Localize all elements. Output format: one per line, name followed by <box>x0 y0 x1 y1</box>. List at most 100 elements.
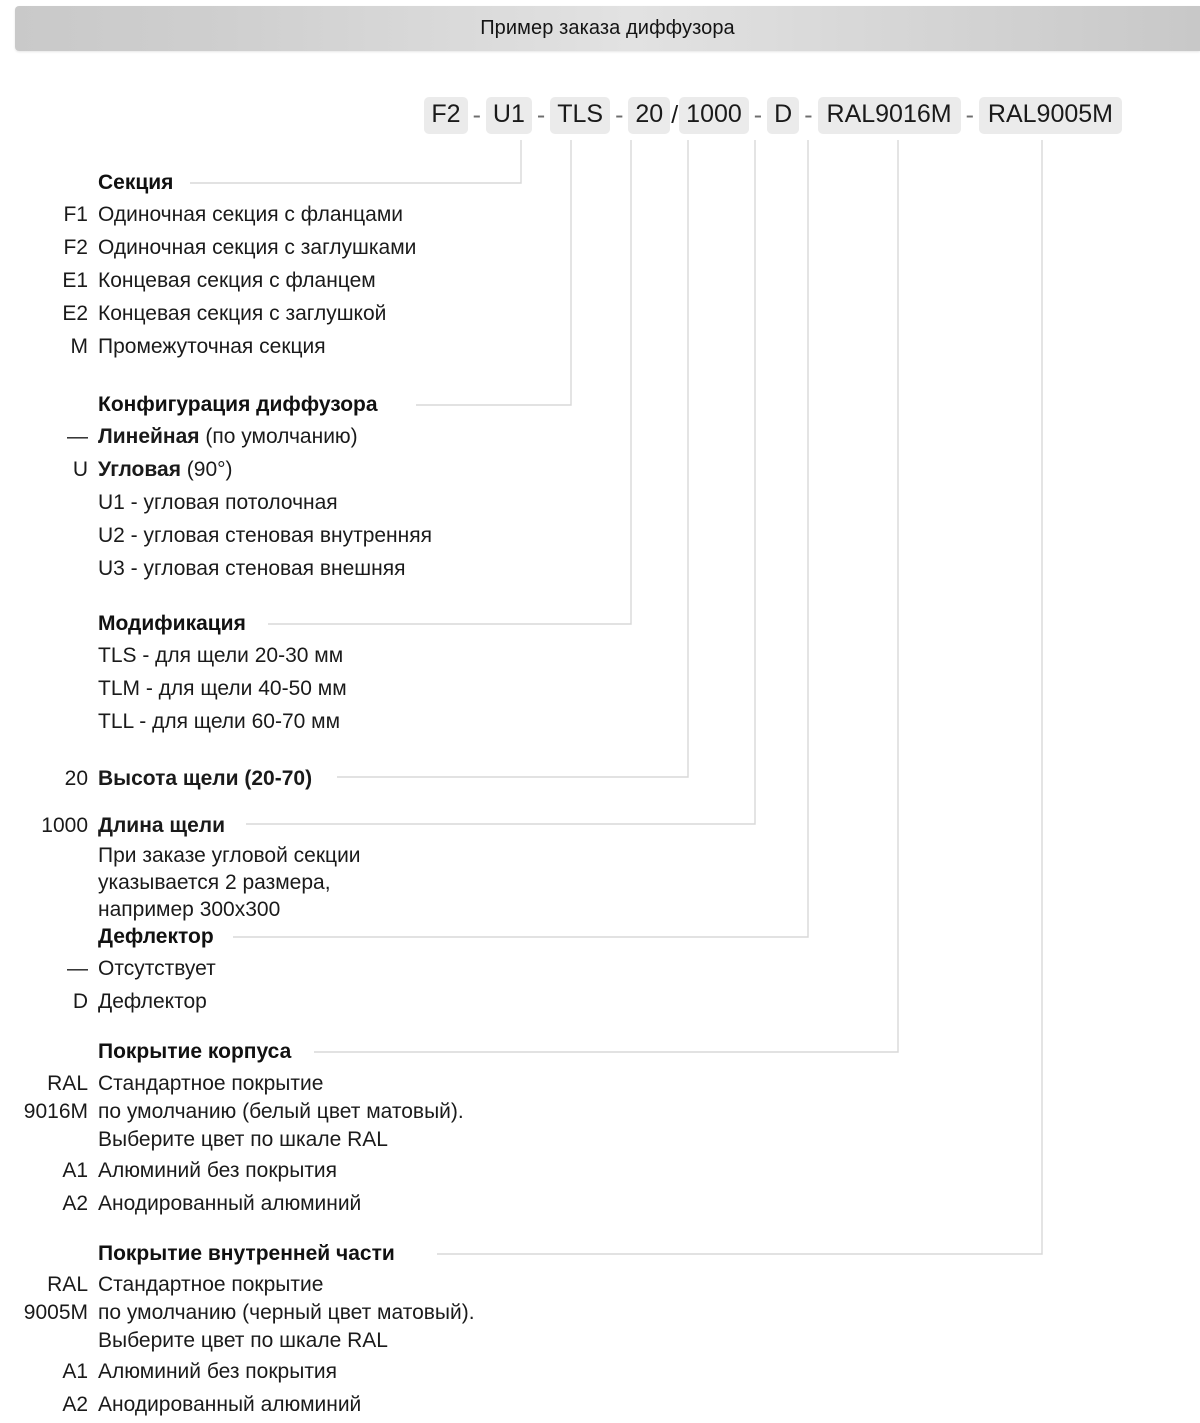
slot-height-row: 20 Высота щели (20-70) <box>0 762 312 795</box>
code-chip-configuration[interactable]: U1 <box>485 97 532 134</box>
legend-text: Анодированный алюминий <box>98 1192 362 1215</box>
slot-height-label: Высота щели (20-70) <box>88 762 312 795</box>
connector-configuration <box>416 140 572 406</box>
nested-item: U3 - угловая стеновая внешняя <box>98 557 406 580</box>
body-coating-code-line1: RAL <box>47 1072 88 1095</box>
code-chip-slot-height[interactable]: 20 <box>628 97 671 134</box>
body-coating-default-row: RAL 9016M Стандартное покрытие по умолча… <box>0 1067 464 1154</box>
block-slot-length: 1000 Длина щели При заказе угловой секци… <box>0 809 361 923</box>
legend-text: Промежуточная секция <box>98 335 326 358</box>
body-coating-note-line: Выберите цвет по шкале RAL <box>98 1128 388 1151</box>
legend-code: E1 <box>62 269 88 292</box>
legend-code: — <box>67 957 88 980</box>
block-configuration: Конфигурация диффузора — Линейная (по ум… <box>0 390 432 585</box>
legend-row: A2 Анодированный алюминий <box>0 1187 464 1220</box>
code-chip-slot-length[interactable]: 1000 <box>679 97 749 134</box>
page-title: Пример заказа диффузора <box>480 17 735 39</box>
legend-code: U <box>72 458 88 481</box>
block-section: Секция F1 Одиночная секция с фланцами F2… <box>0 168 416 363</box>
legend-text: Алюминий без покрытия <box>98 1360 338 1383</box>
slot-length-note-line: например 300х300 <box>98 898 281 921</box>
legend-code: D <box>72 990 88 1013</box>
nested-item: U2 - угловая стеновая внутренняя <box>98 524 432 547</box>
block-deflector: Дефлектор — Отсутствует D Дефлектор <box>0 922 216 1018</box>
code-separator: - <box>804 101 813 129</box>
code-chip-body-coating[interactable]: RAL9016M <box>817 97 961 134</box>
legend-text-bold: Угловая <box>98 458 181 481</box>
code-chip-modification[interactable]: TLS <box>550 97 611 134</box>
configuration-heading-label: Конфигурация диффузора <box>98 393 378 416</box>
code-chip-inner-coating[interactable]: RAL9005M <box>978 97 1122 134</box>
legend-row: — Линейная (по умолчанию) <box>0 420 432 453</box>
legend-row: U Угловая (90°) <box>0 453 432 486</box>
legend-text-rest: (90°) <box>180 458 233 481</box>
legend-text: Анодированный алюминий <box>98 1393 362 1416</box>
inner-coating-note-line: по умолчанию (черный цвет матовый). <box>98 1301 475 1324</box>
legend-row: E1 Концевая секция с фланцем <box>0 264 416 297</box>
code-separator: - <box>536 101 546 129</box>
section-heading-row: Модификация <box>0 609 347 639</box>
body-coating-note-line: по умолчанию (белый цвет матовый). <box>98 1100 464 1123</box>
legend-text: Одиночная секция с фланцами <box>98 203 403 226</box>
section-heading-row: Секция <box>0 168 416 198</box>
deflector-heading-label: Дефлектор <box>98 925 214 948</box>
legend-code: — <box>67 425 88 448</box>
legend-row: A1 Алюминий без покрытия <box>0 1355 475 1388</box>
block-modification: Модификация TLS - для щели 20-30 мм TLM … <box>0 609 347 738</box>
legend-text: Концевая секция с заглушкой <box>98 302 387 325</box>
code-chip-section[interactable]: F2 <box>424 97 468 134</box>
inner-coating-note: Стандартное покрытие по умолчанию (черны… <box>88 1269 475 1355</box>
inner-coating-code: RAL 9005M <box>0 1269 88 1327</box>
slot-height-heading: Высота щели (20-70) <box>98 767 313 790</box>
inner-coating-note-line: Выберите цвет по шкале RAL <box>98 1329 388 1352</box>
section-heading-label: Секция <box>98 171 174 194</box>
legend-row: D Дефлектор <box>0 985 216 1018</box>
legend-row: F1 Одиночная секция с фланцами <box>0 198 416 231</box>
inner-coating-note-line: Стандартное покрытие <box>98 1273 324 1296</box>
legend-row: M Промежуточная секция <box>0 330 416 363</box>
legend-text: Отсутствует <box>98 957 216 980</box>
code-chip-deflector[interactable]: D <box>767 97 800 134</box>
body-coating-note-line: Стандартное покрытие <box>98 1072 324 1095</box>
nested-item: TLL - для щели 60-70 мм <box>98 710 341 733</box>
code-separator: - <box>965 101 974 129</box>
slot-length-heading: Длина щели <box>98 814 226 837</box>
legend-text-rest: (по умолчанию) <box>199 425 358 448</box>
legend-code: E2 <box>62 302 88 325</box>
legend-text: Алюминий без покрытия <box>98 1159 338 1182</box>
modification-heading-label: Модификация <box>98 612 246 635</box>
block-slot-height: 20 Высота щели (20-70) <box>0 762 312 795</box>
legend-code: F2 <box>63 236 88 259</box>
legend-text: Угловая (90°) <box>88 453 233 486</box>
legend-text: Дефлектор <box>98 990 207 1013</box>
legend-code: A1 <box>62 1360 88 1383</box>
block-inner-coating: Покрытие внутренней части RAL 9005M Стан… <box>0 1239 475 1421</box>
inner-coating-code-line2: 9005M <box>23 1301 88 1324</box>
body-coating-note: Стандартное покрытие по умолчанию (белый… <box>88 1067 464 1154</box>
body-coating-code-line2: 9016M <box>23 1100 88 1123</box>
inner-coating-heading-label: Покрытие внутренней части <box>98 1242 395 1265</box>
legend-row: F2 Одиночная секция с заглушками <box>0 231 416 264</box>
code-separator: - <box>615 101 624 129</box>
slot-length-label: Длина щели <box>88 809 225 842</box>
section-heading-row: Конфигурация диффузора <box>0 390 432 420</box>
legend-text: Одиночная секция с заглушками <box>98 236 417 259</box>
nested-item: U1 - угловая потолочная <box>98 491 338 514</box>
legend-text: Концевая секция с фланцем <box>98 269 376 292</box>
slot-length-note-line: При заказе угловой секции <box>98 844 361 867</box>
section-heading-row: Покрытие корпуса <box>0 1037 464 1067</box>
block-body-coating: Покрытие корпуса RAL 9016M Стандартное п… <box>0 1037 464 1220</box>
inner-coating-default-row: RAL 9005M Стандартное покрытие по умолча… <box>0 1269 475 1355</box>
legend-code: A2 <box>62 1192 88 1215</box>
body-coating-code: RAL 9016M <box>0 1067 88 1126</box>
section-heading-row: Дефлектор <box>0 922 216 952</box>
legend-row: E2 Концевая секция с заглушкой <box>0 297 416 330</box>
legend-row: A2 Анодированный алюминий <box>0 1388 475 1421</box>
code-separator: - <box>472 101 481 129</box>
legend-row: — Отсутствует <box>0 952 216 985</box>
slot-length-note-line: указывается 2 размера, <box>98 871 331 894</box>
inner-coating-code-line1: RAL <box>47 1273 88 1296</box>
code-separator-slash: / <box>671 101 679 129</box>
legend-code: A1 <box>62 1159 88 1182</box>
legend-row: A1 Алюминий без покрытия <box>0 1154 464 1187</box>
